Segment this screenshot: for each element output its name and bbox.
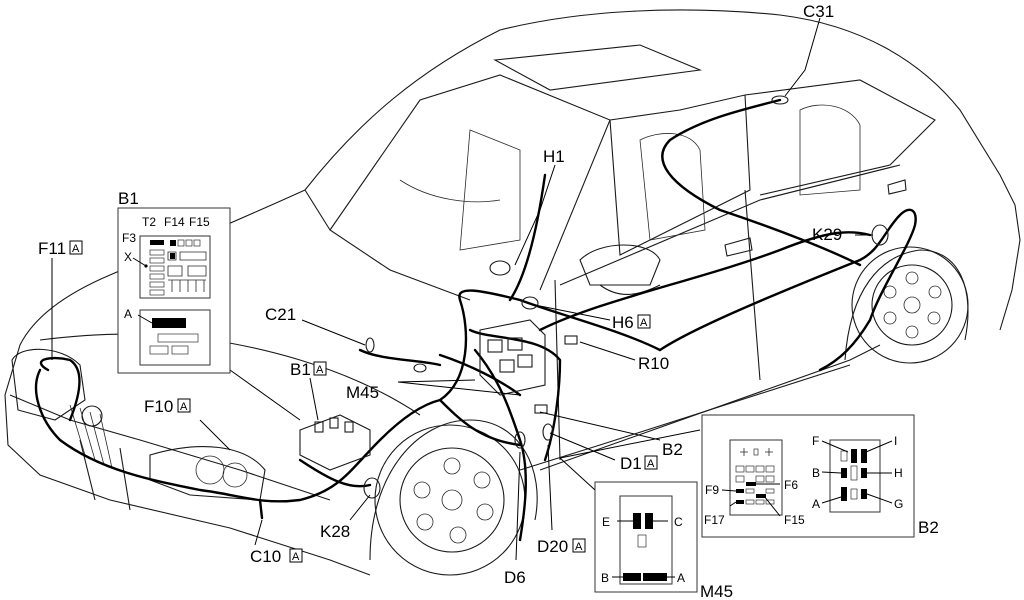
- label-f10: F10: [144, 397, 173, 416]
- tag-b1: A: [316, 364, 324, 376]
- label-h1: H1: [543, 147, 565, 166]
- label-m45-e: E: [602, 515, 610, 529]
- label-b1: B1: [290, 360, 311, 379]
- tag-h6: A: [640, 317, 648, 329]
- front-wheel-holes: [413, 457, 494, 544]
- label-b1-a: A: [124, 307, 132, 321]
- label-b1-f15: F15: [189, 215, 210, 229]
- leader-lines: [51, 17, 873, 561]
- label-f11: F11: [38, 239, 66, 258]
- label-b2-f17: F17: [704, 513, 725, 527]
- label-c31: C31: [803, 2, 834, 21]
- label-b1-inset-title: B1: [118, 189, 139, 208]
- label-b2-a: A: [812, 497, 820, 511]
- label-k28: K28: [320, 522, 350, 541]
- label-c10: C10: [250, 547, 281, 566]
- label-b2-f15: F15: [784, 513, 805, 527]
- car-body-outline: [4, 9, 1021, 576]
- callout-labels: C31 H1 B1 T2 F14 F15 F3 X A F11 A K29 C2…: [38, 2, 939, 600]
- rear-wheel-holes: [883, 271, 942, 339]
- label-b2-f6: F6: [784, 478, 798, 492]
- tag-f10: A: [180, 401, 188, 413]
- label-b2-h: H: [894, 466, 903, 480]
- label-c21: C21: [265, 305, 296, 324]
- label-b1-t2: T2: [142, 215, 156, 229]
- label-k29: K29: [812, 225, 842, 244]
- inset-m45-connector: [594, 481, 698, 593]
- label-b2-b: B: [812, 466, 820, 480]
- label-m45-b: B: [601, 571, 609, 585]
- label-h6: H6: [612, 313, 634, 332]
- inset-b2-relaybox: [701, 414, 915, 538]
- label-d1: D1: [620, 454, 642, 473]
- tag-f11: A: [72, 243, 80, 255]
- label-b1-f3: F3: [122, 231, 136, 245]
- label-b2-f9: F9: [705, 483, 719, 497]
- label-m45-c: C: [674, 515, 683, 529]
- label-m45-inset-title: M45: [700, 582, 733, 600]
- label-b2-g: G: [894, 497, 903, 511]
- label-r10: R10: [638, 354, 669, 373]
- label-b2-f: F: [812, 434, 819, 448]
- wiring-harness: [34, 98, 917, 542]
- label-b2-i: I: [894, 434, 897, 448]
- label-d20: D20: [537, 537, 568, 556]
- label-m45-a: A: [677, 571, 685, 585]
- label-b1-f14: F14: [164, 215, 185, 229]
- label-b1-x: X: [124, 250, 132, 264]
- harness-components: [299, 95, 889, 499]
- label-m45: M45: [346, 383, 379, 402]
- label-b2-inset-title: B2: [918, 518, 939, 537]
- inset-b1-fusebox: [117, 207, 231, 374]
- tag-d20: A: [575, 541, 583, 553]
- label-b2: B2: [662, 440, 683, 459]
- tag-c10: A: [292, 551, 300, 563]
- tag-d1: A: [647, 458, 655, 470]
- label-d6: D6: [504, 568, 526, 587]
